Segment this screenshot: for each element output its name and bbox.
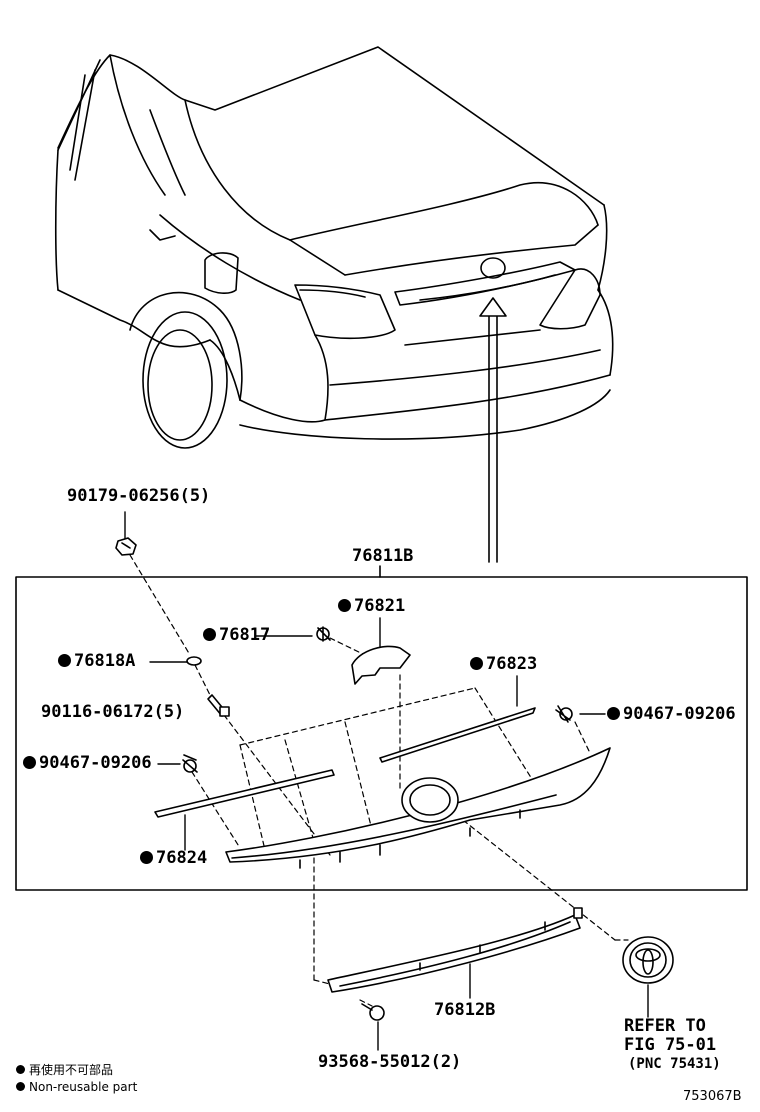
toyota-emblem [622,936,674,984]
refer-line-1: REFER TO [624,1016,706,1036]
non-reusable-dot [338,599,351,612]
part-label-90467-left: 90467-09206 [23,755,152,772]
part-clip-93568 [361,1003,385,1021]
part-label-76811b: 76811B [352,546,414,566]
part-label-76824: 76824 [140,850,207,867]
part-garnish-76811b [225,747,611,869]
refer-line-2: FIG 75-01 [624,1035,717,1055]
part-screw-90116 [207,694,230,717]
part-molding-76823 [379,707,536,763]
part-pad-76818a [186,656,202,666]
part-label-76823: 76823 [470,656,537,673]
part-garnish-76812b [327,907,583,993]
part-label-93568: 93568-55012(2) [318,1052,462,1072]
part-clip-90467-left [182,754,198,773]
vehicle-outline [54,46,614,449]
non-reusable-dot [58,654,71,667]
figure-id: 753067B [683,1089,742,1104]
legend-dot [16,1082,25,1091]
part-clip-90179 [115,537,137,556]
location-arrow [479,297,507,563]
assembly-box [15,576,748,891]
part-label-76821: 76821 [338,598,405,615]
legend-dot [16,1065,25,1074]
legend-jp: 再使用不可部品 [16,1064,113,1076]
part-label-90467-right: 90467-09206 [607,706,736,723]
non-reusable-dot [140,851,153,864]
part-label-90179: 90179-06256(5) [67,486,211,506]
legend-en: Non-reusable part [16,1081,137,1093]
non-reusable-dot [23,756,36,769]
part-label-90116: 90116-06172(5) [41,702,185,722]
part-label-76817: 76817 [203,627,270,644]
leader-lines [124,511,649,1051]
part-clip-90467-right [555,705,573,723]
part-label-76818a: 76818A [58,653,135,670]
refer-line-3: (PNC 75431) [628,1056,721,1072]
part-label-76812b: 76812B [434,1000,496,1020]
part-clip-76817 [316,626,331,642]
part-molding-76824 [154,769,335,818]
non-reusable-dot [470,657,483,670]
non-reusable-dot [203,628,216,641]
part-bracket-76821 [351,645,411,685]
non-reusable-dot [607,707,620,720]
